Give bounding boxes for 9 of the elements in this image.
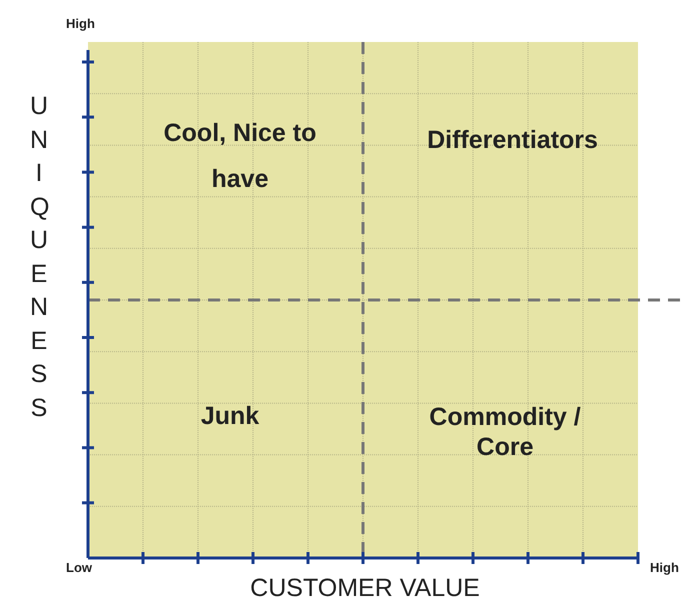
axis-label: High [66, 16, 95, 31]
quadrant-label: Differentiators [426, 126, 599, 155]
axis-label: Low [66, 560, 92, 575]
quadrant-label: Commodity / Core [428, 402, 582, 462]
axis-title: CUSTOMER VALUE [249, 574, 481, 602]
quadrant-label: Junk [200, 402, 260, 431]
axis-label: High [650, 560, 679, 575]
quadrant-label: Cool, Nice to have [162, 118, 318, 195]
axis-title: UNIQUENESS [30, 91, 48, 424]
